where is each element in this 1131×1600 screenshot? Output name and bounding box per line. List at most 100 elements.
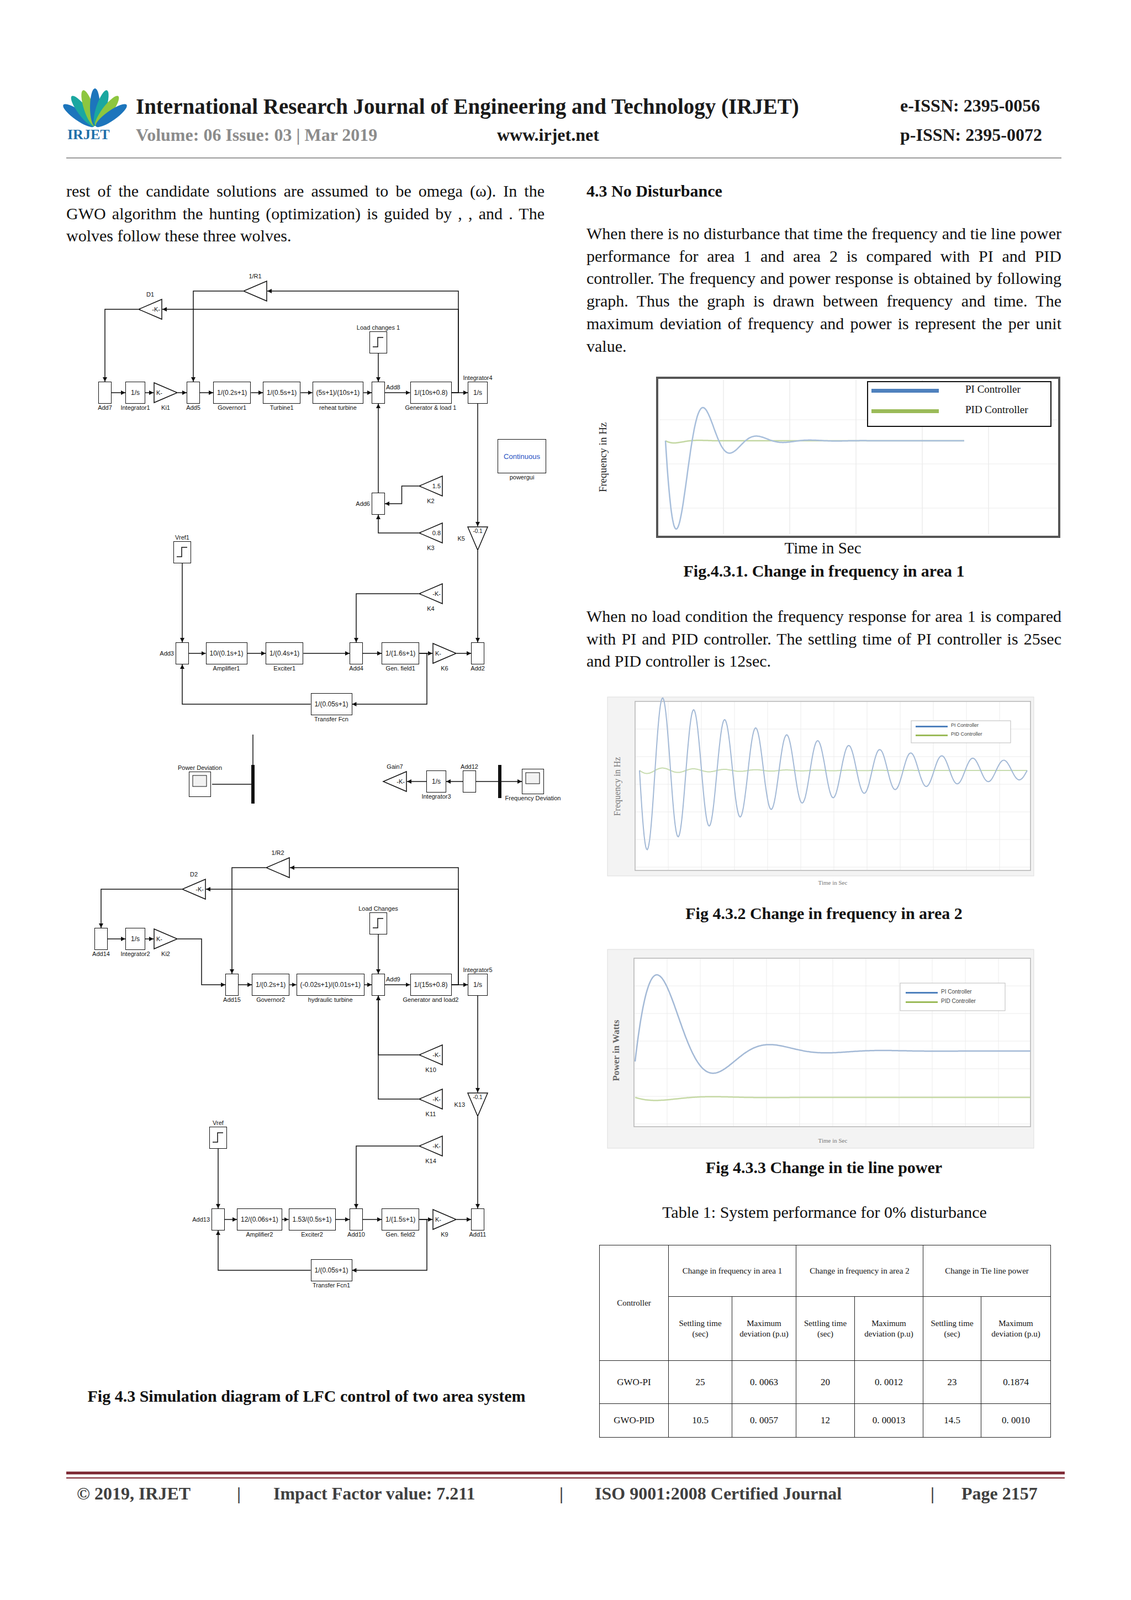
- gain-triangle: [138, 299, 162, 320]
- grid-line: [634, 1013, 1030, 1014]
- footer-rule: [66, 1471, 1065, 1475]
- legend-swatch: [905, 991, 938, 994]
- gain-triangle: [419, 583, 443, 604]
- block-label: Amplifier2: [245, 1230, 273, 1238]
- signal-wire: [238, 984, 252, 986]
- transfer-function-block: 1/sIntegrator3: [426, 770, 447, 793]
- gain-triangle: [243, 281, 267, 301]
- transfer-function-block: 1/(0.5s+1)Turbine1: [262, 381, 301, 404]
- gain-shape: [265, 857, 290, 879]
- figure-caption: Fig 4.3.2 Change in frequency in area 2: [586, 902, 1062, 926]
- block-text: K-: [435, 649, 442, 657]
- source-icon: [370, 912, 387, 934]
- sum-block: Add10: [349, 1208, 363, 1231]
- signal-wire: [205, 889, 459, 985]
- transfer-function-block: 1/sIntegrator5: [467, 973, 488, 996]
- block-label: 1/R2: [271, 849, 284, 856]
- block-label: Governor1: [217, 404, 247, 411]
- source-block: Vref1: [173, 541, 192, 564]
- signal-wire: [282, 1218, 289, 1220]
- legend-box: [900, 982, 1006, 1011]
- table-cell: 0. 00013: [854, 1403, 924, 1438]
- gain-triangle: [182, 879, 206, 900]
- grid-line: [899, 958, 900, 1127]
- sum-block: Add7: [98, 381, 112, 404]
- signal-wire: [384, 984, 411, 986]
- signal-wire: [289, 984, 297, 986]
- table-cell: Change in frequency in area 1: [668, 1244, 797, 1297]
- signal-wire: [199, 392, 214, 394]
- block-label: Add4: [349, 664, 364, 672]
- block-label: K2: [426, 497, 435, 505]
- block-label: K14: [425, 1157, 437, 1165]
- signal-wire: [384, 392, 411, 394]
- legend-swatch: [871, 388, 939, 393]
- figure-caption: Fig 4.3 Simulation diagram of LFC contro…: [69, 1385, 544, 1408]
- block-label: D1: [146, 291, 155, 298]
- block-text: K-: [156, 389, 163, 396]
- gain-triangle: [432, 643, 457, 664]
- block-label: Power Deviation: [177, 764, 223, 771]
- table-cell: 12: [795, 1403, 855, 1438]
- gain-triangle: [383, 771, 407, 792]
- gain-triangle: [419, 522, 443, 543]
- chart-image: [607, 696, 1034, 876]
- gain-block: K-K9: [432, 1208, 457, 1230]
- axis-title: Time in Sec: [657, 538, 989, 558]
- signal-wire: [267, 291, 459, 393]
- mux-bar: [251, 764, 255, 804]
- block-label: Gain7: [386, 763, 403, 770]
- signal-wire: [107, 938, 126, 940]
- table-text: 0. 0010: [999, 1413, 1033, 1428]
- block-text: 1.53/(0.5s+1): [292, 1215, 332, 1224]
- table-text: 0. 00013: [870, 1413, 908, 1428]
- journal-title: International Research Journal of Engine…: [135, 93, 800, 119]
- footer-rule: [66, 1477, 1065, 1479]
- block-label: Integrator3: [421, 793, 451, 800]
- footer-separator: |: [559, 1483, 564, 1504]
- signal-wire: [177, 392, 187, 394]
- issue-info: Volume: 06 Issue: 03 | Mar 2019: [135, 124, 378, 146]
- signal-wire: [456, 652, 472, 654]
- block-label: Load Changes: [358, 905, 399, 912]
- block-label: Add5: [186, 404, 201, 411]
- block-label: K13: [453, 1101, 465, 1108]
- sum-block: Add2: [471, 642, 485, 665]
- website: www.irjet.net: [497, 124, 600, 146]
- block-label: Add7: [97, 404, 113, 411]
- block-label: Generator and load2: [403, 996, 459, 1003]
- table-text: 0. 0012: [872, 1375, 906, 1389]
- sum-block: Add8: [371, 381, 385, 404]
- source-block: Load changes 1: [369, 331, 388, 354]
- step-symbol: [212, 1132, 224, 1143]
- legend-swatch: [905, 1001, 938, 1003]
- block-label: Add12: [460, 763, 479, 770]
- signal-wire: [335, 1218, 351, 1220]
- table-text: Settling time (sec): [668, 1317, 732, 1341]
- transfer-function-block: 1/(0.2s+1)Governor2: [251, 973, 290, 996]
- source-block: Load Changes: [369, 912, 388, 935]
- table-cell: Change in Tie line power: [922, 1244, 1051, 1297]
- paragraph: When there is no disturbance that time t…: [586, 222, 1062, 358]
- response-curve: [635, 974, 1031, 1074]
- block-text: -K-: [432, 1142, 441, 1150]
- block-text: 1/(0.4s+1): [269, 649, 300, 658]
- block-text: 12/(0.06s+1): [240, 1215, 279, 1224]
- block-text: 1/(0.2s+1): [217, 388, 247, 397]
- block-label: 1/R1: [248, 272, 262, 280]
- block-text: -K-: [432, 590, 441, 597]
- table-cell: Settling time (sec): [922, 1296, 982, 1361]
- axis-title: Frequency in Hz: [596, 422, 610, 493]
- signal-wire: [362, 1218, 382, 1220]
- table-text: Settling time (sec): [796, 1317, 855, 1341]
- table-text: 25: [693, 1375, 708, 1389]
- block-text: -K-: [396, 778, 405, 785]
- signal-wire: [188, 652, 206, 654]
- gain-block: -K-K14: [418, 1135, 443, 1157]
- signal-wire: [477, 995, 479, 1093]
- sum-block: Add15: [225, 973, 239, 996]
- legend-swatch: [915, 734, 948, 737]
- legend-swatch: [915, 725, 948, 728]
- grid-line: [723, 379, 724, 535]
- signal-wire: [303, 652, 350, 654]
